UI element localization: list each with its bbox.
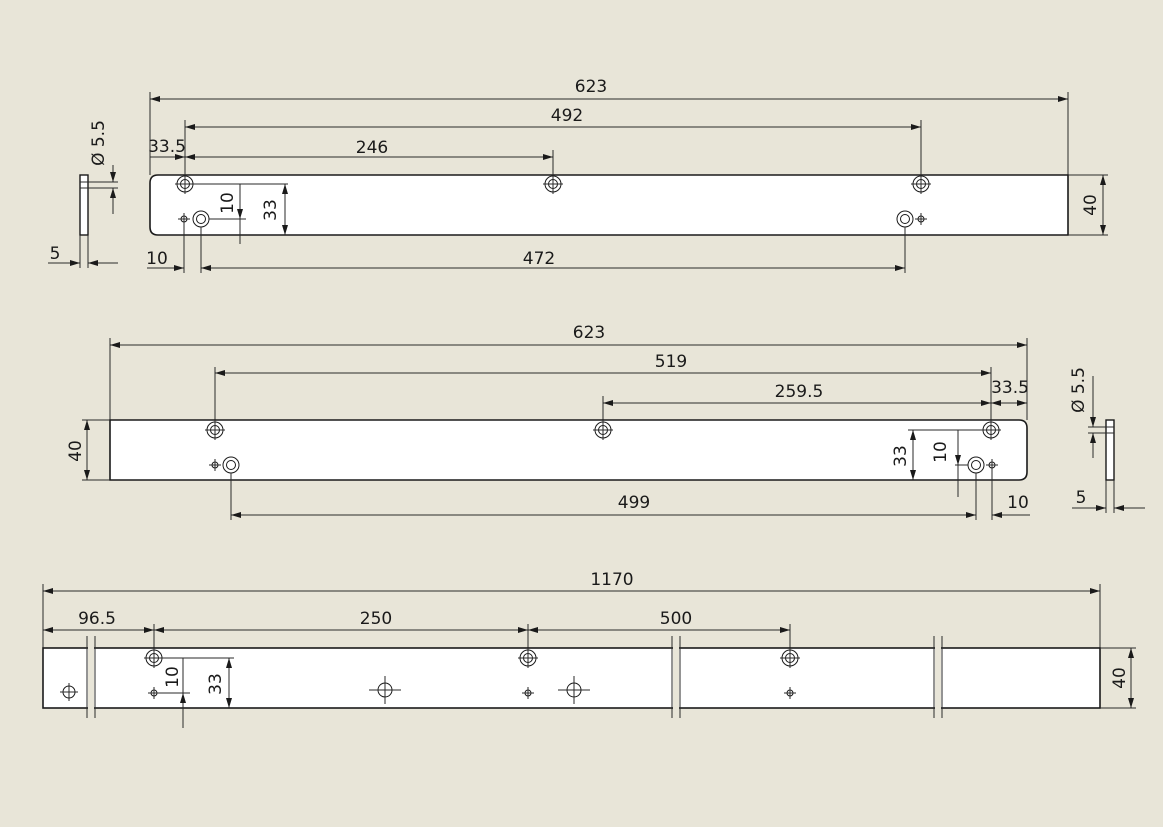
middle-view: 623 519 259.5 33.5 40 33 10 499 10 bbox=[66, 323, 1030, 520]
dim-span-outer: 519 bbox=[655, 352, 687, 372]
dim-row-gap: 10 bbox=[218, 192, 238, 214]
top-side-plate bbox=[79, 174, 89, 236]
dim-overall: 623 bbox=[575, 77, 607, 97]
dim-row-gap: 10 bbox=[931, 441, 951, 463]
dim-edge-offset: 96.5 bbox=[78, 609, 116, 629]
side-diameter: Ø 5.5 bbox=[1069, 367, 1089, 413]
dim-plate-height: 40 bbox=[1081, 194, 1101, 216]
dim-overall: 1170 bbox=[590, 570, 633, 590]
top-holes bbox=[175, 174, 931, 228]
side-thickness: 5 bbox=[50, 244, 61, 264]
top-side-view: Ø 5.5 5 bbox=[48, 120, 118, 268]
dim-hole-height: 33 bbox=[891, 445, 911, 467]
bottom-plate bbox=[42, 647, 1101, 709]
dim-overall: 623 bbox=[573, 323, 605, 343]
side-thickness: 5 bbox=[1076, 488, 1087, 508]
middle-side-plate bbox=[1105, 419, 1115, 481]
bottom-view: 1170 96.5 250 500 10 33 40 bbox=[42, 570, 1136, 728]
dim-span-inner: 259.5 bbox=[775, 382, 824, 402]
top-view: 623 492 246 33.5 10 33 40 10 472 bbox=[146, 77, 1108, 273]
break-lines bbox=[86, 636, 943, 718]
dim-span-1: 250 bbox=[360, 609, 392, 629]
dim-bottom-offset: 10 bbox=[1007, 493, 1029, 513]
bottom-holes bbox=[60, 648, 800, 704]
dim-plate-height: 40 bbox=[1110, 667, 1130, 689]
top-plate bbox=[149, 174, 1069, 236]
dim-span-inner: 246 bbox=[356, 138, 388, 158]
middle-plate bbox=[109, 419, 1028, 481]
dim-hole-height: 33 bbox=[261, 199, 281, 221]
dim-edge-offset: 33.5 bbox=[148, 137, 186, 157]
dim-bottom-span: 499 bbox=[618, 493, 650, 513]
dim-bottom-span: 472 bbox=[523, 249, 555, 269]
middle-holes bbox=[205, 420, 1001, 474]
side-diameter: Ø 5.5 bbox=[89, 120, 109, 166]
dim-plate-height: 40 bbox=[66, 440, 86, 462]
dim-span-2: 500 bbox=[660, 609, 692, 629]
dim-row-gap: 10 bbox=[163, 666, 183, 688]
dim-span-outer: 492 bbox=[551, 106, 583, 126]
middle-side-view: Ø 5.5 5 bbox=[1069, 367, 1145, 513]
dim-bottom-offset: 10 bbox=[146, 249, 168, 269]
dim-edge-offset: 33.5 bbox=[991, 378, 1029, 398]
dim-hole-height: 33 bbox=[206, 673, 226, 695]
